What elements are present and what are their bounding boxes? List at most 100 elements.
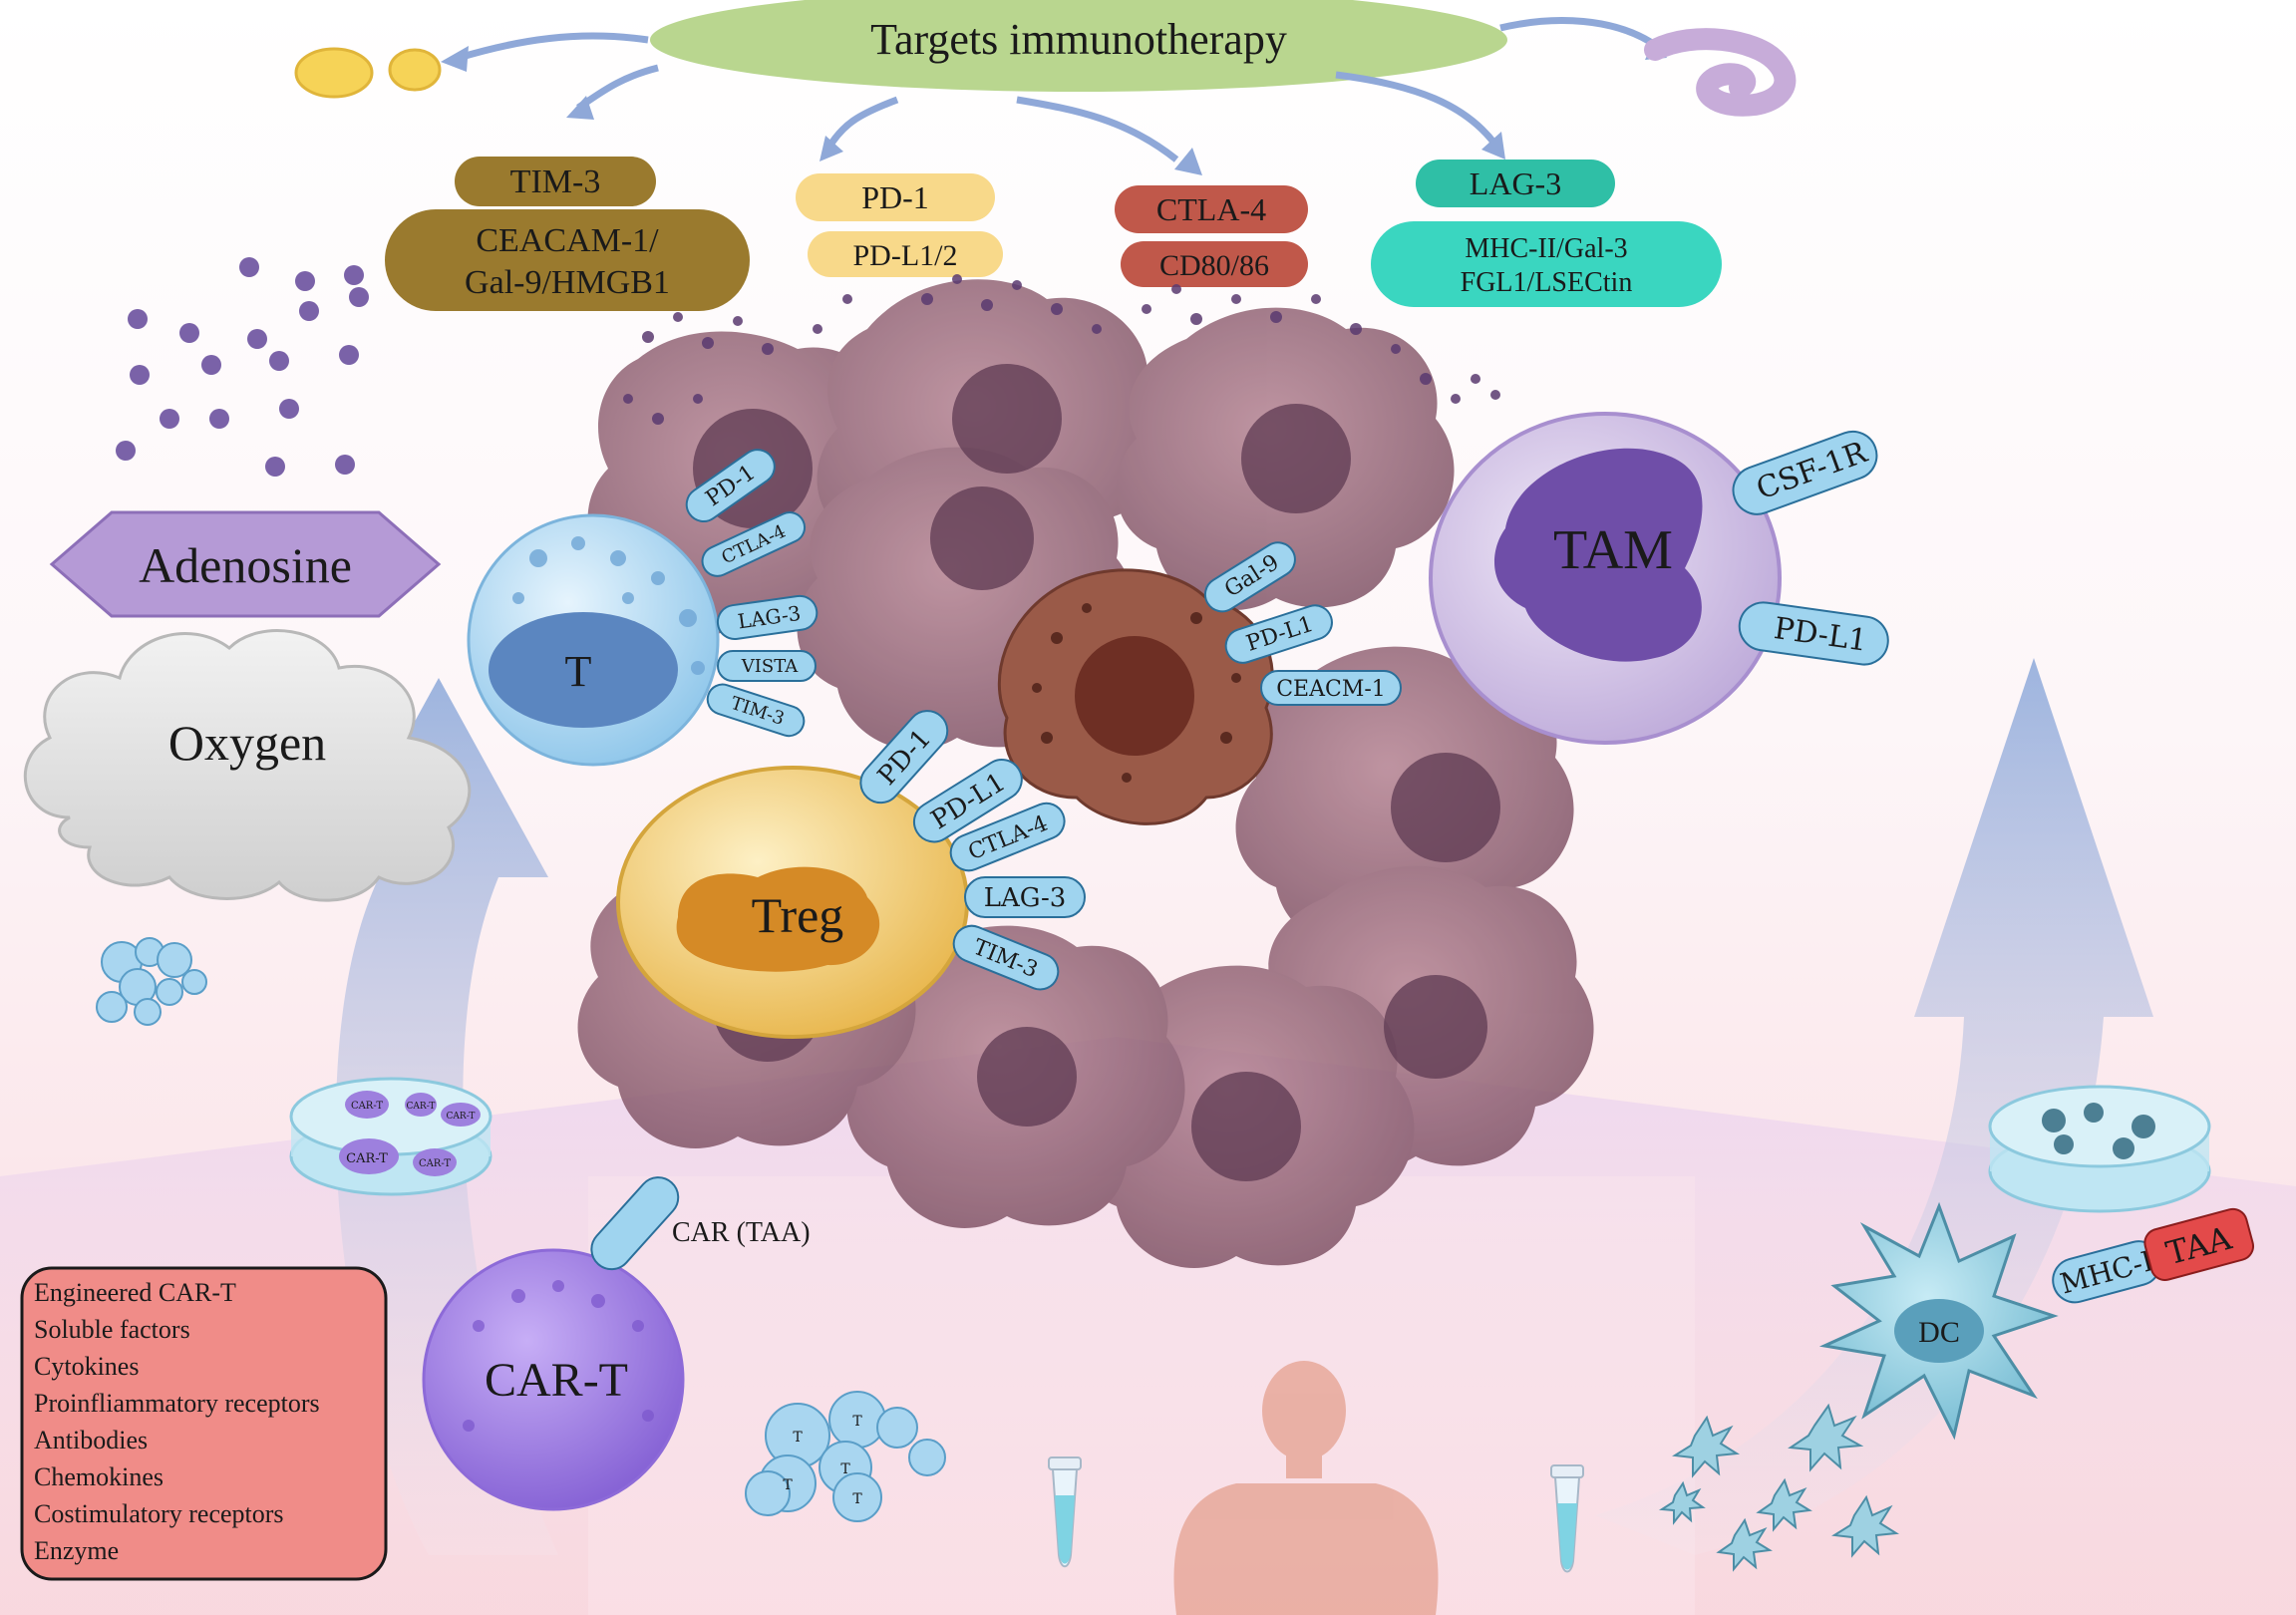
dish-cell (405, 1093, 437, 1117)
t-cell: T (467, 513, 720, 767)
oxygen-label: Oxygen (168, 715, 326, 771)
tim3-ligand-line-2: Gal-9/HMGB1 (465, 264, 670, 301)
dish-cell (339, 1138, 399, 1174)
small-t-label: T (793, 1430, 803, 1446)
t-cell-cluster-bottom: T T T T T (745, 1391, 946, 1522)
component-item: Proinfliammatory receptors (34, 1389, 320, 1418)
components-box: Engineered CAR-T Soluble factors Cytokin… (20, 1266, 388, 1581)
dish-car-t-label: CAR-T (419, 1158, 451, 1169)
taa-pill (2143, 1207, 2255, 1281)
dish-dc-cells (2042, 1103, 2155, 1159)
receptor-pill (912, 759, 1023, 843)
title-arrows (457, 17, 1657, 162)
dish-car-t-label: CAR-T (346, 1151, 388, 1166)
ctla4-target-group: CTLA-4 CD80/86 (1115, 185, 1308, 287)
small-t-label: T (840, 1461, 850, 1477)
dc-nucleus (1894, 1299, 1984, 1363)
component-item: Soluble factors (34, 1315, 190, 1344)
component-item: Antibodies (34, 1426, 148, 1454)
dish-rim (1988, 1085, 2211, 1168)
treg-receptor-lag3: LAG-3 (984, 883, 1067, 913)
oxygen-group: Oxygen (23, 629, 472, 902)
car-t-label: CAR-T (485, 1354, 628, 1407)
pdl-pill (808, 231, 1003, 277)
tam-cell: TAM (1429, 412, 1782, 745)
receptor-pill (964, 876, 1086, 918)
ctla4-label: CTLA-4 (1156, 191, 1266, 227)
receptor-pill (1224, 604, 1333, 664)
tam-label: TAM (1553, 519, 1673, 581)
cd80-pill (1121, 241, 1308, 287)
car-t-dish: CAR-T CAR-T CAR-T CAR-T CAR-T (289, 1077, 492, 1196)
receptor-pill (949, 802, 1066, 872)
lag3-pill (1416, 160, 1615, 207)
receptor-pill (1203, 541, 1296, 613)
test-tube-right (1550, 1464, 1584, 1573)
dc-dish (1988, 1085, 2211, 1213)
t-cell-granules (512, 536, 705, 675)
tumor-cell-main-granules (1032, 603, 1241, 783)
component-item: Chemokines (34, 1462, 164, 1491)
car-t-granules (463, 1280, 654, 1432)
lag3-ligand-line-2: FGL1/LSECtin (1461, 267, 1633, 298)
receptor-pill (717, 650, 817, 682)
dc-cell: DC (1818, 1201, 2059, 1441)
component-item: Engineered CAR-T (34, 1278, 236, 1307)
purple-protein-shape (1644, 28, 1797, 117)
small-t-cell (876, 1407, 918, 1449)
receptor-pill (952, 924, 1060, 991)
car-receptor-pill (590, 1176, 680, 1271)
dish-cell (345, 1091, 389, 1119)
receptor-pill (716, 594, 819, 641)
component-item: Enzyme (34, 1536, 119, 1565)
tim3-pill (455, 157, 656, 206)
small-t-label: T (783, 1477, 793, 1493)
dc-label: DC (1918, 1316, 1960, 1349)
pd1-label: PD-1 (861, 179, 929, 215)
dish-car-t-label: CAR-T (447, 1112, 476, 1122)
lag3-ligands-pill (1371, 221, 1722, 307)
human-silhouette (1173, 1361, 1439, 1615)
adenosine-label: Adenosine (139, 537, 352, 593)
adenosine-group: Adenosine (49, 510, 442, 618)
tim3-ligand-line-1: CEACAM-1/ (476, 222, 659, 259)
pd1-pill (796, 173, 995, 221)
t-cell-nucleus (489, 612, 678, 728)
car-t-body (422, 1248, 685, 1511)
ctla4-pill (1115, 185, 1308, 233)
lag3-label: LAG-3 (1470, 165, 1561, 201)
oxygen-cloud (23, 629, 472, 902)
title-group: Targets immunotherapy (650, 0, 1507, 92)
dish-car-t-label: CAR-T (407, 1102, 436, 1112)
dc-cluster (1658, 1403, 1900, 1572)
small-t-label: T (852, 1414, 862, 1430)
pd1-target-group: PD-1 PD-L1/2 (796, 173, 1003, 277)
tim3-ligands-pill (385, 209, 750, 311)
lag3-target-group: LAG-3 MHC-II/Gal-3 FGL1/LSECtin (1371, 160, 1722, 307)
pdl-label: PD-L1/2 (853, 239, 958, 272)
dish-car-t-label: CAR-T (351, 1101, 383, 1112)
cd80-label: CD80/86 (1159, 249, 1269, 282)
right-up-arrow (1595, 658, 2153, 1555)
component-item: Cytokines (34, 1352, 139, 1381)
tumor-cell-main (997, 568, 1274, 825)
tumor-receptor-ceacm1: CEACM-1 (1276, 677, 1386, 702)
yellow-particle (294, 47, 374, 99)
receptor-pill (685, 449, 776, 522)
tumor-cell-main-nucleus (1075, 636, 1194, 756)
lag3-ligand-line-1: MHC-II/Gal-3 (1465, 233, 1627, 264)
car-t-cell: CAR-T CAR (TAA) (422, 1176, 811, 1511)
receptor-pill (701, 511, 807, 577)
t-receptor-vista: VISTA (741, 656, 799, 677)
receptor-pill (1260, 670, 1402, 706)
treg-nucleus (676, 866, 880, 972)
adenosine-hexagon (49, 510, 442, 618)
t-cell-receptors: PD-1 CTLA-4 LAG-3 VISTA TIM-3 (685, 449, 819, 738)
tumor-cell-receptors: Gal-9 PD-L1 CEACM-1 (1203, 541, 1402, 706)
t-cell-label: T (565, 647, 592, 696)
tim3-target-group: TIM-3 CEACAM-1/ Gal-9/HMGB1 (385, 157, 750, 311)
adenosine-particles (116, 257, 369, 477)
tumor-granules (623, 274, 1500, 425)
small-t-cell (832, 1472, 882, 1522)
